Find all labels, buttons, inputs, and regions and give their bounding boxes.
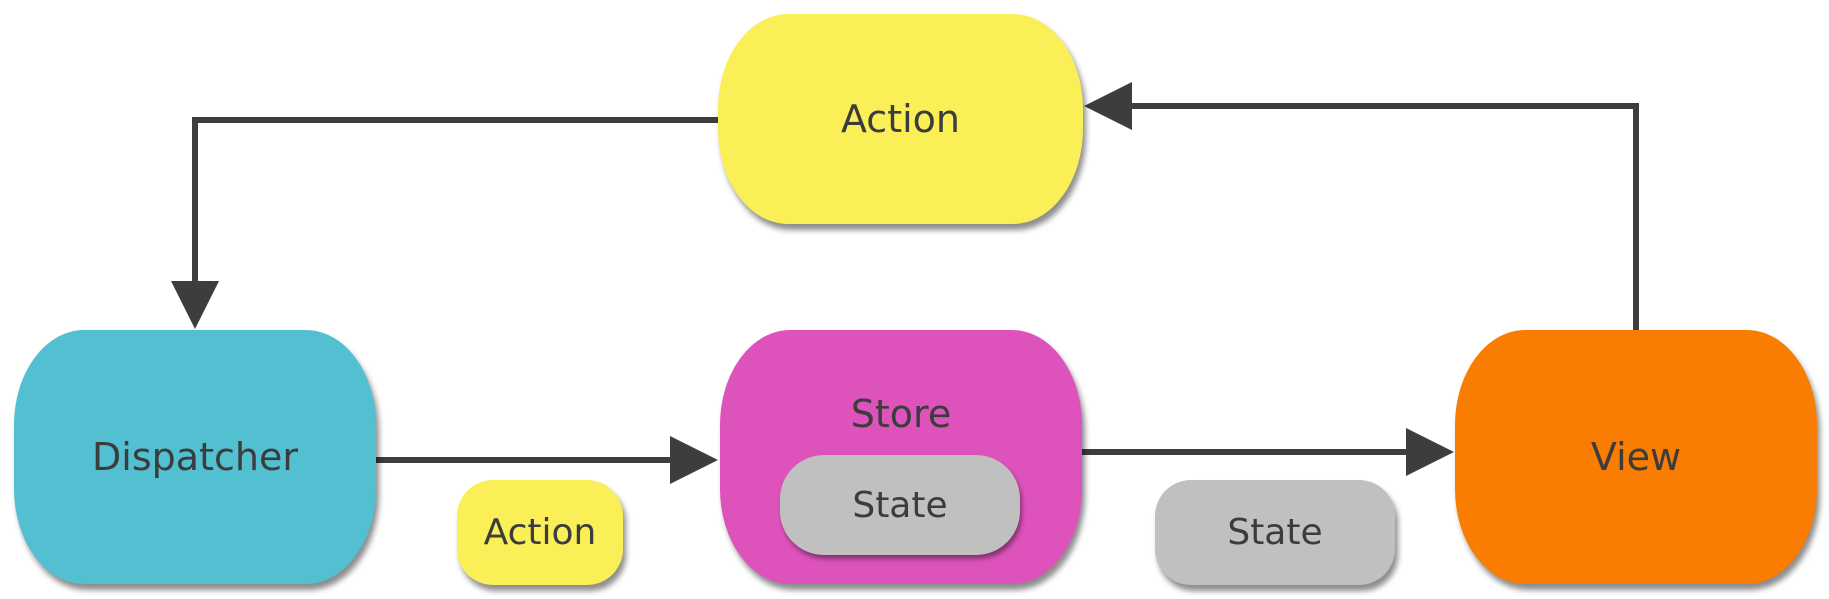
- action-payload-label: Action: [483, 512, 597, 553]
- action-payload-pill: Action: [457, 480, 623, 585]
- action-node-label: Action: [840, 97, 960, 141]
- store-node-label: Store: [850, 392, 952, 436]
- store-node: Store State: [720, 330, 1082, 584]
- dispatcher-node: Dispatcher: [14, 330, 376, 584]
- store-state-pill: State: [780, 455, 1020, 555]
- arrow-action-to-dispatcher: [171, 117, 718, 329]
- arrow-view-to-action: [1084, 82, 1639, 330]
- store-state-label: State: [852, 484, 948, 526]
- view-node: View: [1455, 330, 1817, 584]
- state-payload-label: State: [1227, 512, 1323, 553]
- view-node-label: View: [1590, 435, 1682, 479]
- action-node: Action: [718, 14, 1083, 224]
- state-payload-pill: State: [1155, 480, 1395, 585]
- dispatcher-node-label: Dispatcher: [92, 435, 298, 479]
